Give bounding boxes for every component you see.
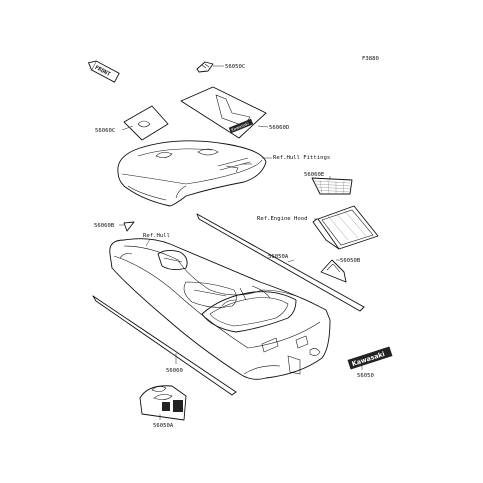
decal-56060c [121, 105, 169, 141]
label-56060e: 56060E [304, 172, 325, 178]
label-ref-hull-fittings: Ref.Hull Fittings [273, 155, 330, 161]
label-ref-hull: Ref.Hull [143, 233, 170, 239]
label-56060b: 56060B [94, 223, 115, 229]
label-56050c: 56050C [225, 64, 245, 70]
decal-56050: Kawasaki [347, 346, 393, 370]
label-56050a-bottom: 56050A [153, 423, 174, 429]
decal-56050a-bottom [139, 385, 187, 421]
engine-hood [312, 205, 379, 250]
label-ref-engine-hood: Ref.Engine Hood [257, 216, 308, 222]
hull-body [109, 238, 331, 380]
label-56060d: 56060D [269, 125, 290, 131]
figure-code: F3880 [362, 56, 379, 62]
decal-56060b [119, 221, 135, 232]
decal-56050c [196, 61, 224, 73]
seat-assembly [117, 140, 272, 207]
leader-ref-hull [145, 238, 151, 247]
label-56050: 56050 [357, 373, 374, 379]
decal-56060d: Kawasaki [180, 86, 269, 139]
stripe-56050a-side [196, 213, 365, 312]
label-56060: 56060 [166, 368, 183, 374]
label-56050b: 56050B [340, 258, 361, 264]
label-56050a-side: 56050A [268, 254, 289, 260]
stripe-56060 [92, 295, 237, 396]
decal-56050b [320, 259, 347, 283]
label-56060c: 56060C [95, 128, 115, 134]
decal-56060e [311, 176, 353, 195]
front-badge: FRONT [87, 60, 120, 83]
side-logo-text: Kawasaki [351, 350, 386, 368]
seat-logo-text: Kawasaki [230, 121, 249, 133]
